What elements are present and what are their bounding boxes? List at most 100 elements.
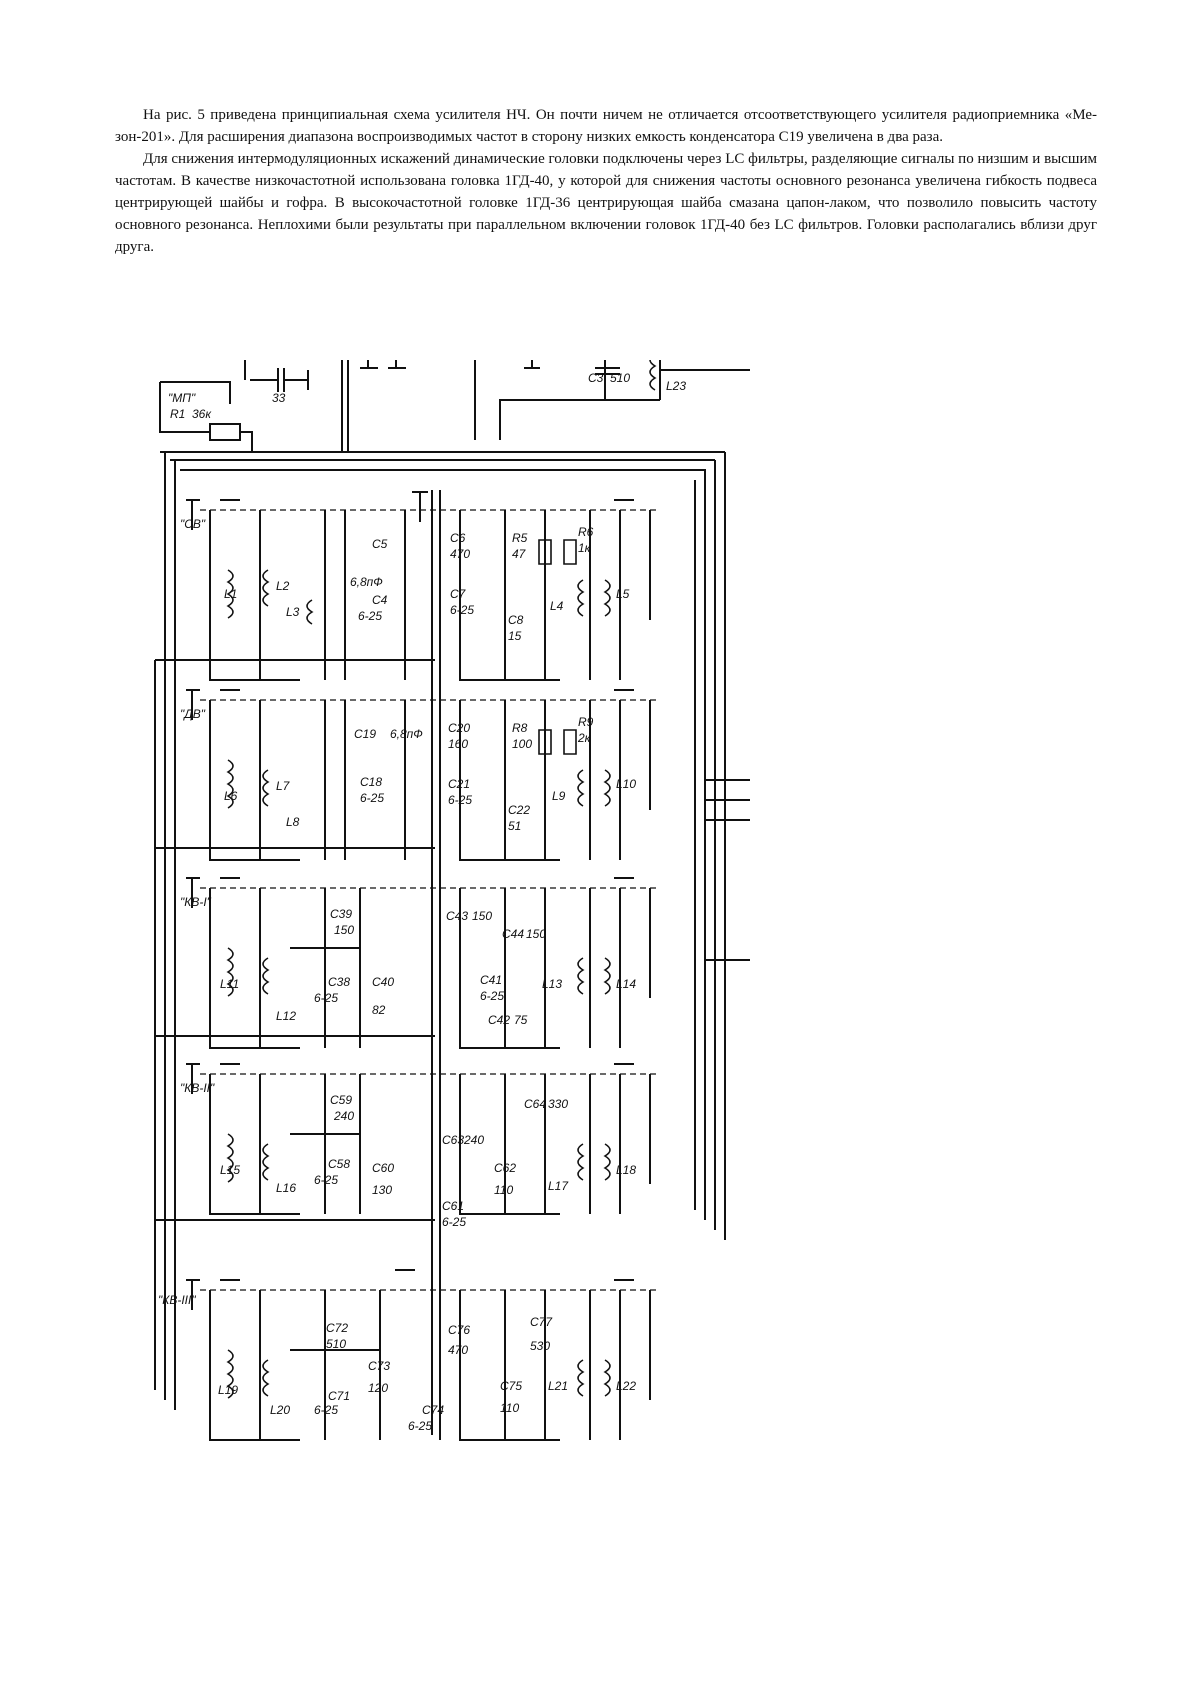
label-l11: L11	[220, 977, 239, 991]
label-c4-value: 6-25	[358, 609, 382, 623]
label-l17: L17	[548, 1179, 569, 1193]
paragraph-2: Для снижения интермодуляционных искажени…	[115, 148, 1097, 258]
label-l3: L3	[286, 605, 300, 619]
label-c58-value: 6-25	[314, 1173, 338, 1187]
label-c22: C22	[508, 803, 530, 817]
label-l4: L4	[550, 599, 564, 613]
band-name: "КВ-I"	[180, 895, 212, 909]
band-sv: "СВ" L1 L2 L3 C5 6,8пФ C4 6-25 C6 470 C7…	[180, 492, 660, 680]
band-name: "СВ"	[180, 517, 206, 531]
label-c62-value: 110	[494, 1183, 513, 1197]
label-c18-value: 6-25	[360, 791, 384, 805]
label-c38: C38	[328, 975, 350, 989]
label-r1: R1	[170, 407, 185, 421]
band-kv-1: "КВ-I" L11 L12 C39 150 C38 6-25 C40 82 C…	[180, 878, 660, 1048]
label-c58: C58	[328, 1157, 350, 1171]
label-l5: L5	[616, 587, 630, 601]
label-r9: R9	[578, 715, 594, 729]
label-c7: C7	[450, 587, 467, 601]
label-c5-value: 6,8пФ	[350, 575, 383, 589]
label-c75: C75	[500, 1379, 522, 1393]
label-l22: L22	[616, 1379, 636, 1393]
label-c71: C71	[328, 1389, 350, 1403]
label-c43: C43	[446, 909, 468, 923]
label-r1-value: 36к	[192, 407, 212, 421]
label-c42-value: 75	[514, 1013, 528, 1027]
label-c44: C44	[502, 927, 524, 941]
label-c40-value: 82	[372, 1003, 386, 1017]
label-c7-value: 6-25	[450, 603, 474, 617]
label-c39-value: 150	[334, 923, 354, 937]
label-l9: L9	[552, 789, 566, 803]
label-c74-value: 6-25	[408, 1419, 432, 1433]
label-c64: C64	[524, 1097, 546, 1111]
label-c4: C4	[372, 593, 388, 607]
label-c72-value: 510	[326, 1337, 346, 1351]
label-c76-value: 470	[448, 1343, 468, 1357]
label-l15: L15	[220, 1163, 240, 1177]
label-c60: C60	[372, 1161, 394, 1175]
label-c77: C77	[530, 1315, 553, 1329]
label-l13: L13	[542, 977, 562, 991]
label-c2-value: 33	[272, 391, 286, 405]
label-r8: R8	[512, 721, 528, 735]
band-kv-2: "КВ-II" L15 L16 C59 240 C58 6-25 C60 130…	[180, 1064, 660, 1229]
label-c44-value: 150	[526, 927, 546, 941]
label-c8-value: 15	[508, 629, 522, 643]
label-l23: L23	[666, 379, 686, 393]
label-c19: C19	[354, 727, 376, 741]
label-l21: L21	[548, 1379, 568, 1393]
label-l20: L20	[270, 1403, 290, 1417]
label-c60-value: 130	[372, 1183, 392, 1197]
label-c6: C6	[450, 531, 466, 545]
label-c21-value: 6-25	[448, 793, 472, 807]
band-name: "КВ-III"	[158, 1293, 196, 1307]
label-l18: L18	[616, 1163, 636, 1177]
label-c20: C20	[448, 721, 470, 735]
label-c59: C59	[330, 1093, 352, 1107]
band-name: "КВ-II"	[180, 1081, 215, 1095]
label-switch-mp: "МП"	[168, 391, 196, 405]
label-l7: L7	[276, 779, 291, 793]
label-c61-value: 6-25	[442, 1215, 466, 1229]
label-c18: C18	[360, 775, 382, 789]
label-l10: L10	[616, 777, 636, 791]
label-l6: L6	[224, 789, 238, 803]
label-c75-value: 110	[500, 1401, 519, 1415]
label-c39: C39	[330, 907, 352, 921]
label-c63-value: 240	[463, 1133, 484, 1147]
label-c62: C62	[494, 1161, 516, 1175]
label-c71-value: 6-25	[314, 1403, 338, 1417]
label-l12: L12	[276, 1009, 296, 1023]
label-c22-value: 51	[508, 819, 521, 833]
label-c73-value: 120	[368, 1381, 388, 1395]
label-c64-value: 330	[548, 1097, 568, 1111]
label-l14: L14	[616, 977, 636, 991]
label-c72: C72	[326, 1321, 348, 1335]
label-r5-value: 47	[512, 547, 527, 561]
band-dv: "ДВ" L6 L7 L8 C19 6,8пФ C18 6-25 C20 160…	[180, 690, 660, 860]
circuit-schematic: Б C1 1000 C2 33 "МП" R1 36к 10 7 9 8 5 C…	[150, 360, 760, 1470]
label-c74: C74	[422, 1403, 444, 1417]
label-c8: C8	[508, 613, 524, 627]
label-l19: L19	[218, 1383, 238, 1397]
label-r8-value: 100	[512, 737, 532, 751]
label-l1: L1	[224, 587, 237, 601]
label-c41: C41	[480, 973, 502, 987]
label-c59-value: 240	[333, 1109, 354, 1123]
label-c5: C5	[372, 537, 388, 551]
label-l8: L8	[286, 815, 300, 829]
label-c19-value: 6,8пФ	[390, 727, 423, 741]
band-name: "ДВ"	[180, 707, 206, 721]
schematic-top: Б C1 1000 C2 33 "МП" R1 36к 10 7 9 8 5 C…	[158, 360, 750, 452]
label-r6-value: 1к	[578, 541, 592, 555]
label-c43-value: 150	[472, 909, 492, 923]
label-c38-value: 6-25	[314, 991, 338, 1005]
label-c73: C73	[368, 1359, 390, 1373]
label-c40: C40	[372, 975, 394, 989]
label-c6-value: 470	[450, 547, 470, 561]
band-kv-3: "КВ-III" L19 L20 C72 510 C71 6-25 C73 12…	[158, 1270, 660, 1440]
text-block: На рис. 5 приведена принципиальная схема…	[115, 104, 1097, 258]
paragraph-1: На рис. 5 приведена принципиальная схема…	[115, 104, 1097, 148]
label-c20-value: 160	[448, 737, 468, 751]
